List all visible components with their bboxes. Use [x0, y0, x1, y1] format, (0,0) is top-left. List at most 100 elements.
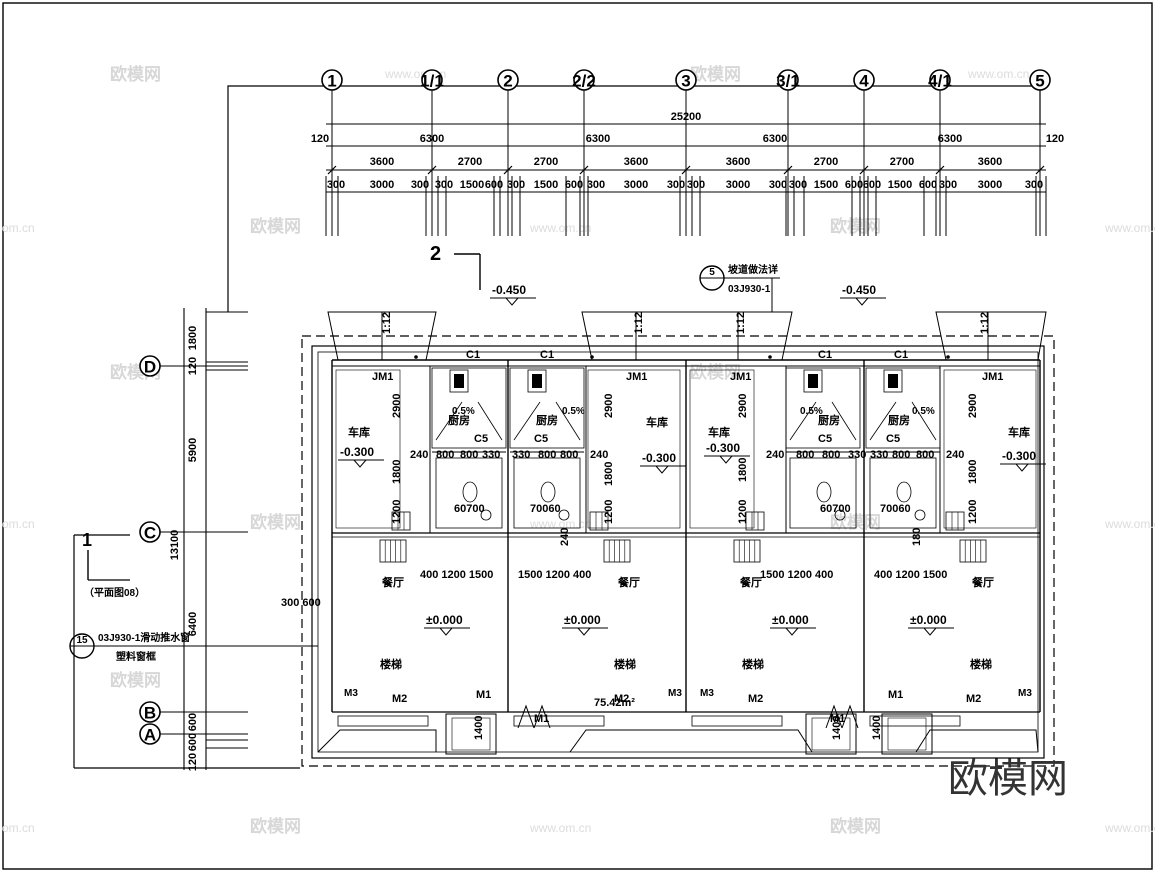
axis-balloon-top-label: 1 — [327, 72, 336, 91]
dim-bay: 6300 — [586, 133, 610, 145]
dim-unit: 2900 — [737, 394, 749, 418]
watermark-brand: 欧模网 — [110, 670, 161, 690]
watermark-url: www.om.cn — [1104, 221, 1155, 235]
dim-detail: 300 — [939, 179, 957, 191]
dim-sub: 2700 — [814, 156, 838, 168]
tag-m3: M3 — [668, 688, 682, 699]
dim-left: 120 — [187, 357, 199, 375]
level-mark: -0.450 — [492, 283, 526, 297]
watermark-brand: 欧模网 — [830, 216, 881, 236]
area-note: 75.42m² — [594, 697, 635, 709]
index-callout-top: 5 坡道做法详 03J930-1 — [699, 263, 780, 312]
tag-c1: C1 — [818, 349, 832, 361]
slope-mark-small: 0.5% — [452, 406, 475, 417]
room-label-garage: 车库 — [708, 425, 730, 439]
dim-unit: 60700 — [820, 503, 851, 515]
dim-left: 600 — [187, 733, 199, 751]
ramp-1 — [327, 311, 437, 361]
inner-wall — [317, 351, 1039, 753]
room-label-garage: 车库 — [348, 425, 370, 439]
slope-mark-small: 0.5% — [562, 406, 585, 417]
dim-unit-row: 400 1200 1500 — [420, 569, 493, 581]
dim-detail: 3000 — [978, 179, 1002, 191]
dim-unit: 70060 — [530, 503, 561, 515]
ramp-3 — [935, 311, 1047, 361]
dim-detail: 600 — [919, 179, 937, 191]
watermark-url: www.om.cn — [529, 517, 591, 531]
room-label-hall: 餐厅 — [381, 575, 404, 589]
tag-m3: M3 — [700, 688, 714, 699]
dim-unit: 330 — [512, 449, 530, 461]
watermark-url: www.om.cn — [967, 67, 1029, 81]
watermark-brand: 欧模网 — [250, 216, 301, 236]
axis-balloon-top: 2 — [497, 69, 519, 236]
slope-mark: 1:12 — [633, 312, 645, 334]
dim-unit: 70060 — [880, 503, 911, 515]
room-label-hall: 餐厅 — [971, 575, 994, 589]
dim-detail: 300 — [667, 179, 685, 191]
dim-detail: 300 — [587, 179, 605, 191]
room-label-kitchen: 厨房 — [448, 413, 470, 427]
room-label-hall: 餐厅 — [617, 575, 640, 589]
level-mark: -0.450 — [842, 283, 876, 297]
dim-unit: 1400 — [831, 716, 843, 740]
section-mark-top: 2 — [430, 243, 481, 290]
index-callout-top-sheet: 03J930-1 — [728, 284, 771, 295]
axis-balloon-top-label: 2/2 — [572, 72, 596, 91]
tag-jm1: JM1 — [626, 371, 647, 383]
dim-unit: 240 — [559, 528, 571, 546]
dim-unit: 1200 — [391, 500, 403, 524]
unit-interior — [509, 355, 681, 727]
ramp-2 — [581, 311, 793, 361]
dim-unit: 240 — [946, 449, 964, 461]
axis-balloon-top: 3 — [675, 69, 697, 236]
axis-balloon-top: 3/1 — [776, 69, 800, 236]
room-label-stair: 楼梯 — [614, 657, 636, 671]
axis-balloon-left: C — [139, 521, 248, 543]
dim-unit: 800 — [822, 449, 840, 461]
level-mark: ±0.000 — [426, 613, 463, 627]
axis-balloon-top: 4/1 — [928, 69, 952, 236]
room-label-stair: 楼梯 — [970, 657, 992, 671]
axis-balloon-top-label: 3 — [681, 72, 690, 91]
door-swing — [825, 704, 859, 729]
tag-jm1: JM1 — [730, 371, 751, 383]
room-label-kitchen: 厨房 — [888, 413, 910, 427]
watermark-brand: 欧模网 — [830, 512, 881, 532]
dim-unit: 180 — [911, 528, 923, 546]
watermark-url: om.cn — [2, 221, 35, 235]
tag-c5: C5 — [886, 433, 900, 445]
watermark-url: www.om.cn — [1104, 821, 1155, 835]
watermark-url: om.cn — [2, 821, 35, 835]
dim-detail: 300 — [1025, 179, 1043, 191]
tag-jm1: JM1 — [372, 371, 393, 383]
outer-wall — [311, 345, 1045, 759]
dim-left: 5900 — [187, 438, 199, 462]
axis-balloon-top: 2/2 — [572, 69, 596, 236]
dim-unit: 1400 — [871, 716, 883, 740]
dim-unit: 2900 — [391, 394, 403, 418]
dim-unit: 800 — [560, 449, 578, 461]
tag-c1: C1 — [466, 349, 480, 361]
tag-c5: C5 — [534, 433, 548, 445]
dim-unit-row: 1500 1200 400 — [760, 569, 833, 581]
slab-outline-dashed — [301, 335, 1055, 767]
dim-unit: 800 — [460, 449, 478, 461]
axis-balloon-left-label: A — [144, 726, 156, 745]
room-label-garage: 车库 — [646, 415, 668, 429]
axis-balloon-top-label: 1/1 — [420, 72, 444, 91]
axis-balloon-left: D — [139, 355, 248, 377]
entry-vestibule — [881, 713, 933, 755]
dim-unit: 1200 — [603, 500, 615, 524]
level-mark: -0.300 — [706, 441, 740, 455]
dim-unit: 2900 — [967, 394, 979, 418]
tag-m1: M1 — [888, 689, 903, 701]
dim-unit: 60700 — [454, 503, 485, 515]
slope-mark: 1:12 — [381, 312, 393, 334]
tag-c5: C5 — [474, 433, 488, 445]
building-outline — [301, 335, 1055, 767]
tag-m2: M2 — [748, 693, 763, 705]
dim-unit: 800 — [796, 449, 814, 461]
